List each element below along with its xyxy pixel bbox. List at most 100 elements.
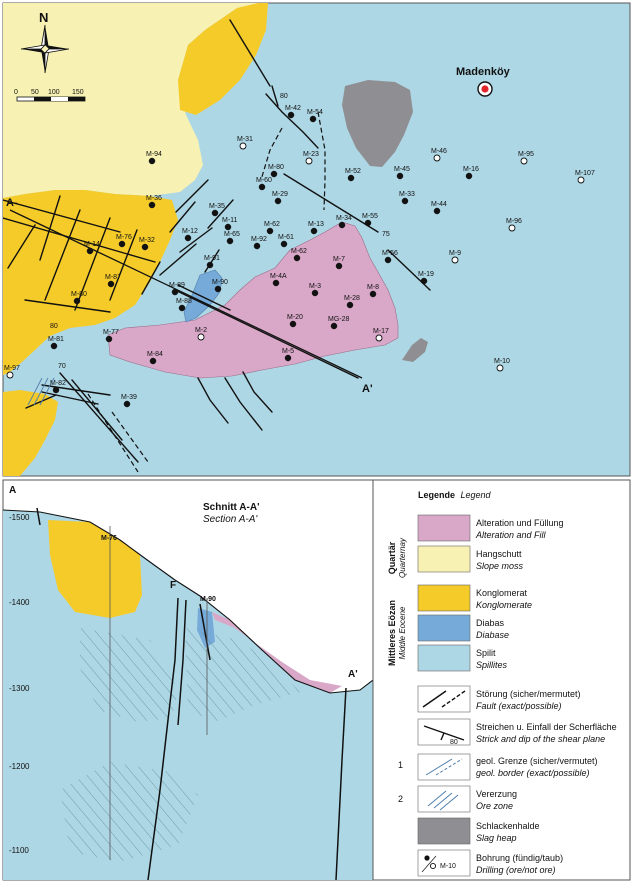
drill-hole-ore: M-56 (382, 250, 398, 264)
legend-swatch-alteration (417, 514, 471, 542)
legend-symbol-value: 80 (450, 739, 458, 746)
geological-border-lines (27, 377, 55, 406)
drill-hole-label: M-19 (418, 271, 434, 278)
drill-hole-ore: M-62 (264, 221, 280, 235)
drill-hole-label: M-12 (182, 228, 198, 235)
drill-hole-marker (451, 256, 459, 264)
drill-hole-marker (338, 221, 346, 229)
drill-hole-label: M-54 (307, 109, 323, 116)
drill-hole-marker (149, 357, 157, 365)
drill-hole-marker (420, 277, 428, 285)
legend-item-label: Diabas (476, 618, 505, 628)
section-ore-zone (60, 762, 198, 862)
drill-hole-marker (293, 254, 301, 262)
elevation-tick-label: -1300 (9, 684, 30, 693)
drill-hole-marker (364, 219, 372, 227)
drill-hole-marker (73, 297, 81, 305)
slag-heap-small (402, 338, 428, 362)
drill-hole-ore: M-94 (146, 151, 162, 165)
drill-hole-ore: M-88 (176, 298, 192, 312)
elevation-tick-label: -1400 (9, 598, 30, 607)
drill-hole-label: M-31 (237, 136, 253, 143)
drill-hole-ore: M-44 (431, 201, 447, 215)
north-label: N (39, 10, 48, 25)
drill-hole-ore: M-54 (307, 109, 323, 123)
legend-item-label-en: Ore zone (476, 801, 513, 811)
section-subtitle: Section A-A' (203, 514, 258, 525)
legend-fault-icon (422, 690, 466, 708)
drill-hole-label: M-96 (506, 218, 522, 225)
legend-panel: Legende Legend Quartär Quarternay Mittle… (372, 479, 631, 881)
dip-label: 80 (50, 323, 58, 330)
drill-hole-marker (86, 247, 94, 255)
drill-hole-label: M-107 (575, 170, 595, 177)
drill-hole-marker (266, 227, 274, 235)
svg-text:Quartär: Quartär (387, 541, 397, 574)
drill-hole-label: M-94 (146, 151, 162, 158)
drill-hole-marker (105, 335, 113, 343)
section-well-label: M-90 (200, 596, 216, 603)
drill-hole-label: M-28 (344, 295, 360, 302)
drill-hole-label: M-46 (431, 148, 447, 155)
drill-hole-marker (433, 207, 441, 215)
legend-item-label-en: Konglomerate (476, 600, 532, 610)
drill-hole-ore: M-82 (50, 380, 66, 394)
drill-hole-label: M-88 (176, 298, 192, 305)
legend-item-label: Spilit (476, 648, 496, 658)
drill-hole-ore: M-3 (309, 283, 321, 297)
drill-hole-marker (396, 172, 404, 180)
legend-symbol-box (417, 849, 471, 877)
drill-hole-label: M-62 (291, 248, 307, 255)
section-fault-label: F (170, 580, 176, 591)
drill-hole-ore: M-77 (103, 329, 119, 343)
drill-hole-marker (197, 333, 205, 341)
drill-hole-ore: M-20 (287, 314, 303, 328)
legend-swatch-slag (417, 817, 471, 845)
drill-hole-marker (148, 157, 156, 165)
drill-hole-ore: M-32 (139, 237, 155, 251)
drill-hole-label: M-33 (399, 191, 415, 198)
legend-symbol-box (417, 753, 471, 781)
legend-symbol-number: 1 (398, 760, 403, 770)
drill-hole-label: M-44 (431, 201, 447, 208)
drill-hole-marker (280, 240, 288, 248)
legend-item-label: Störung (sicher/mermutet) (476, 689, 581, 699)
drill-hole-label: M-76 (116, 234, 132, 241)
legend-drilling-icon (421, 855, 437, 873)
drill-hole-marker (347, 174, 355, 182)
drill-hole-marker (433, 154, 441, 162)
scale-bar: 0 50 100 150 (14, 89, 86, 102)
town-label: Madenköy (456, 66, 511, 78)
drill-hole-ore: M-91 (204, 255, 220, 269)
drill-hole-label: M-39 (121, 394, 137, 401)
drill-hole-ore: MG-28 (328, 316, 350, 330)
diabas-area (183, 269, 223, 323)
drill-hole-ore: M-52 (345, 168, 361, 182)
drill-hole-barren: M-96 (506, 218, 522, 232)
drill-hole-label: M-90 (212, 279, 228, 286)
legend-swatch-hangschutt (417, 545, 471, 573)
drill-hole-marker (258, 183, 266, 191)
drill-hole-marker (270, 170, 278, 178)
drill-hole-marker (253, 242, 261, 250)
drill-hole-marker (6, 371, 14, 379)
legend-strike-dip-icon (423, 725, 465, 741)
drill-hole-label: M-3 (309, 283, 321, 290)
section-end-label: A' (362, 383, 373, 395)
drill-hole-label: M-95 (518, 151, 534, 158)
drill-hole-ore: M-65 (224, 231, 240, 245)
legend-item-label-en: Slope moss (476, 561, 524, 571)
svg-text:Middle Eocene: Middle Eocene (398, 606, 407, 659)
drill-hole-ore: M-62 (291, 248, 307, 262)
drill-hole-ore: M-76 (116, 234, 132, 248)
drill-hole-ore: M-39 (121, 394, 137, 408)
hangschutt-area (3, 3, 260, 198)
drill-hole-marker (52, 386, 60, 394)
drill-hole-marker (211, 209, 219, 217)
drill-hole-marker (346, 301, 354, 309)
drill-hole-marker (107, 280, 115, 288)
drill-hole-marker (224, 223, 232, 231)
konglomerat-south (3, 390, 58, 476)
legend-border-icon (425, 758, 463, 776)
